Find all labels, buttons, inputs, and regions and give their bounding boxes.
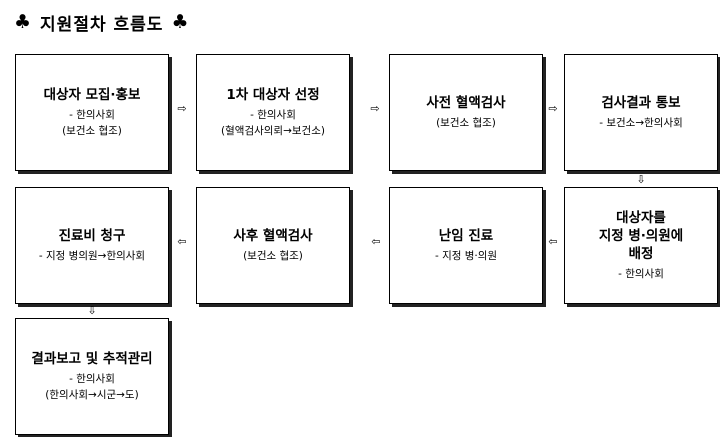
step-detail-line: - 지정 병의원→한의사회 (38, 249, 146, 262)
right-arrow-icon: ⇨ (548, 102, 558, 115)
step-detail: (보건소 협조) (436, 115, 496, 131)
step-title: 1차 대상자 선정 (222, 86, 323, 104)
step-detail-line: - 보건소→한의사회 (599, 116, 683, 129)
step-first-selection: 1차 대상자 선정 - 한의사회 (혈액검사의뢰→보건소) (196, 54, 350, 171)
step-title-line: 결과보고 및 추적관리 (31, 350, 153, 367)
left-arrow-icon: ⇦ (371, 235, 381, 248)
step-title-line: 대상자 모집·홍보 (43, 86, 141, 103)
step-detail: - 한의사회 (618, 266, 664, 282)
step-title: 사전 혈액검사 (422, 94, 509, 112)
step-detail: - 한의사회 (혈액검사의뢰→보건소) (221, 107, 325, 140)
step-detail-line: - 한의사회 (250, 108, 296, 121)
club-icon: ♣ (14, 11, 33, 33)
step-title: 난임 진료 (435, 227, 497, 245)
step-detail-line: (보건소 협조) (436, 116, 496, 129)
step-detail-line: - 지정 병·의원 (434, 249, 498, 262)
left-arrow-icon: ⇦ (177, 235, 187, 248)
right-arrow-icon: ⇨ (177, 102, 187, 115)
step-detail: - 한의사회 (한의사회→시군→도) (45, 371, 138, 404)
step-title: 검사결과 통보 (597, 94, 684, 112)
step-detail-line: - 한의사회 (618, 268, 664, 281)
step-detail: (보건소 협조) (243, 248, 303, 264)
step-detail: - 지정 병·의원 (435, 248, 497, 264)
step-detail: - 보건소→한의사회 (599, 115, 683, 131)
step-title: 대상자 모집·홍보 (40, 86, 145, 104)
step-title-line: 지정 병·의원에 (598, 227, 684, 244)
step-report-tracking: 결과보고 및 추적관리 - 한의사회 (한의사회→시군→도) (15, 318, 169, 435)
step-detail-line: - 한의사회 (69, 108, 115, 121)
step-detail: - 한의사회 (보건소 협조) (62, 107, 122, 140)
down-arrow-icon: ⇩ (87, 304, 97, 317)
step-detail-line: (한의사회→시군→도) (45, 389, 139, 402)
step-recruitment: 대상자 모집·홍보 - 한의사회 (보건소 협조) (15, 54, 169, 171)
down-arrow-icon: ⇩ (636, 173, 646, 186)
step-detail: - 지정 병의원→한의사회 (39, 248, 145, 264)
step-title: 사후 혈액검사 (229, 227, 316, 245)
step-post-blood-test: 사후 혈액검사 (보건소 협조) (196, 187, 350, 304)
step-billing: 진료비 청구 - 지정 병의원→한의사회 (15, 187, 169, 304)
step-title-line: 대상자를 (616, 209, 666, 226)
step-detail-line: (혈액검사의뢰→보건소) (221, 125, 325, 138)
step-title: 결과보고 및 추적관리 (27, 350, 156, 368)
step-title-line: 배정 (628, 245, 654, 262)
right-arrow-icon: ⇨ (370, 102, 380, 115)
step-result-notice: 검사결과 통보 - 보건소→한의사회 (564, 54, 718, 171)
step-pre-blood-test: 사전 혈액검사 (보건소 협조) (389, 54, 543, 171)
step-detail-line: (보건소 협조) (243, 249, 303, 262)
step-infertility-treatment: 난임 진료 - 지정 병·의원 (389, 187, 543, 304)
step-title-line: 사후 혈액검사 (233, 227, 313, 244)
step-title-line: 검사결과 통보 (601, 94, 681, 111)
step-title-line: 1차 대상자 선정 (226, 86, 320, 103)
page-title: ♣ 지원절차 흐름도 ♣ (14, 10, 190, 35)
step-detail-line: (보건소 협조) (62, 125, 122, 138)
left-arrow-icon: ⇦ (548, 235, 558, 248)
step-title: 대상자를 지정 병·의원에 배정 (595, 209, 687, 264)
step-title-line: 진료비 청구 (58, 227, 126, 244)
step-title: 진료비 청구 (55, 227, 130, 245)
step-detail-line: - 한의사회 (69, 372, 115, 385)
step-title-line: 난임 진료 (438, 227, 494, 244)
step-title-line: 사전 혈액검사 (426, 94, 506, 111)
club-icon: ♣ (171, 11, 190, 33)
step-assign-clinic: 대상자를 지정 병·의원에 배정 - 한의사회 (564, 187, 718, 304)
title-text: 지원절차 흐름도 (40, 14, 164, 35)
